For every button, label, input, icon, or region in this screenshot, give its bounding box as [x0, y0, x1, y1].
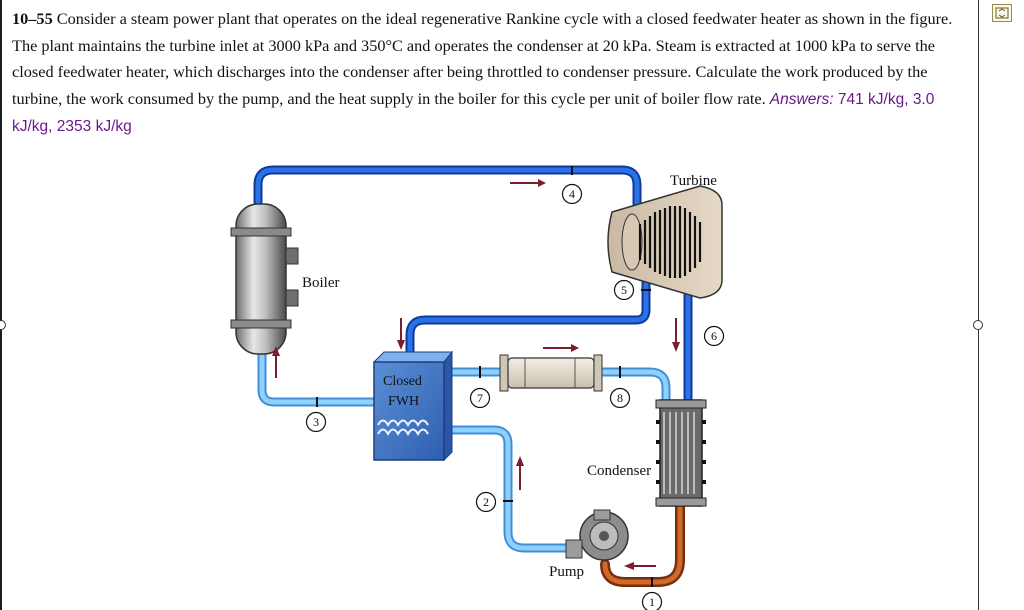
state-1: 1 [641, 591, 663, 610]
state-2: 2 [475, 491, 497, 513]
answers-label: Answers: [769, 90, 834, 108]
fwh-label-line2: FWH [388, 394, 419, 409]
problem-statement: 10–55 Consider a steam power plant that … [12, 6, 967, 141]
regenerative-rankine-diagram: Boiler Turbine Closed FWH [230, 165, 725, 610]
problem-text: Consider a steam power plant that operat… [12, 9, 953, 108]
answers: Answers: 741 kJ/kg, 3.0 kJ/kg, 2353 kJ/k… [12, 91, 934, 136]
svg-text:7: 7 [477, 391, 483, 405]
boiler-label: Boiler [302, 275, 340, 291]
throttle-valve [499, 354, 603, 392]
boiler [230, 203, 299, 355]
svg-text:8: 8 [617, 391, 623, 405]
problem-number: 10–55 [12, 9, 53, 28]
state-3: 3 [305, 411, 327, 433]
expand-icon[interactable] [992, 4, 1012, 22]
state-8: 8 [609, 387, 631, 409]
closed-fwh [372, 350, 454, 462]
condenser [655, 399, 707, 507]
svg-text:3: 3 [313, 415, 319, 429]
pump [565, 509, 629, 561]
svg-text:1: 1 [649, 595, 655, 609]
state-ticks [316, 166, 653, 587]
turbine [607, 185, 723, 299]
water-pipes [257, 345, 671, 553]
document-left-border [0, 0, 2, 610]
document-right-border [978, 0, 979, 610]
state-5: 5 [613, 279, 635, 301]
turbine-label: Turbine [670, 173, 717, 189]
right-resize-handle[interactable] [973, 320, 983, 330]
condensate-pipe [600, 500, 685, 587]
pump-label: Pump [549, 564, 584, 580]
svg-text:6: 6 [711, 329, 717, 343]
state-7: 7 [469, 387, 491, 409]
state-6: 6 [703, 325, 725, 347]
state-4: 4 [561, 183, 583, 205]
flow-arrows [272, 179, 680, 570]
svg-text:2: 2 [483, 495, 489, 509]
condenser-label: Condenser [587, 463, 651, 479]
answers-values: 741 kJ/kg, 3.0 kJ/kg, 2353 kJ/kg [12, 90, 935, 136]
svg-text:5: 5 [621, 283, 627, 297]
fwh-label-line1: Closed [383, 374, 422, 389]
svg-text:4: 4 [569, 187, 575, 201]
left-resize-handle[interactable] [0, 320, 6, 330]
